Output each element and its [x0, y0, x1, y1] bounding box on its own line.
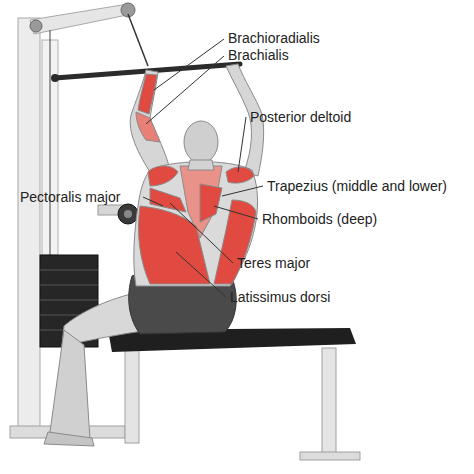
muscle-label: Rhomboids (deep) [262, 211, 377, 227]
muscle-label: Brachialis [228, 47, 289, 63]
muscle-label: Teres major [237, 255, 310, 271]
muscle-label: Latissimus dorsi [230, 289, 330, 305]
bench [108, 328, 360, 460]
athlete-figure [44, 64, 264, 446]
muscle-label: Posterior deltoid [250, 109, 351, 125]
muscle-label: Pectoralis major [20, 189, 120, 205]
muscle-label: Brachioradialis [228, 30, 320, 46]
muscle-label: Trapezius (middle and lower) [267, 178, 447, 194]
